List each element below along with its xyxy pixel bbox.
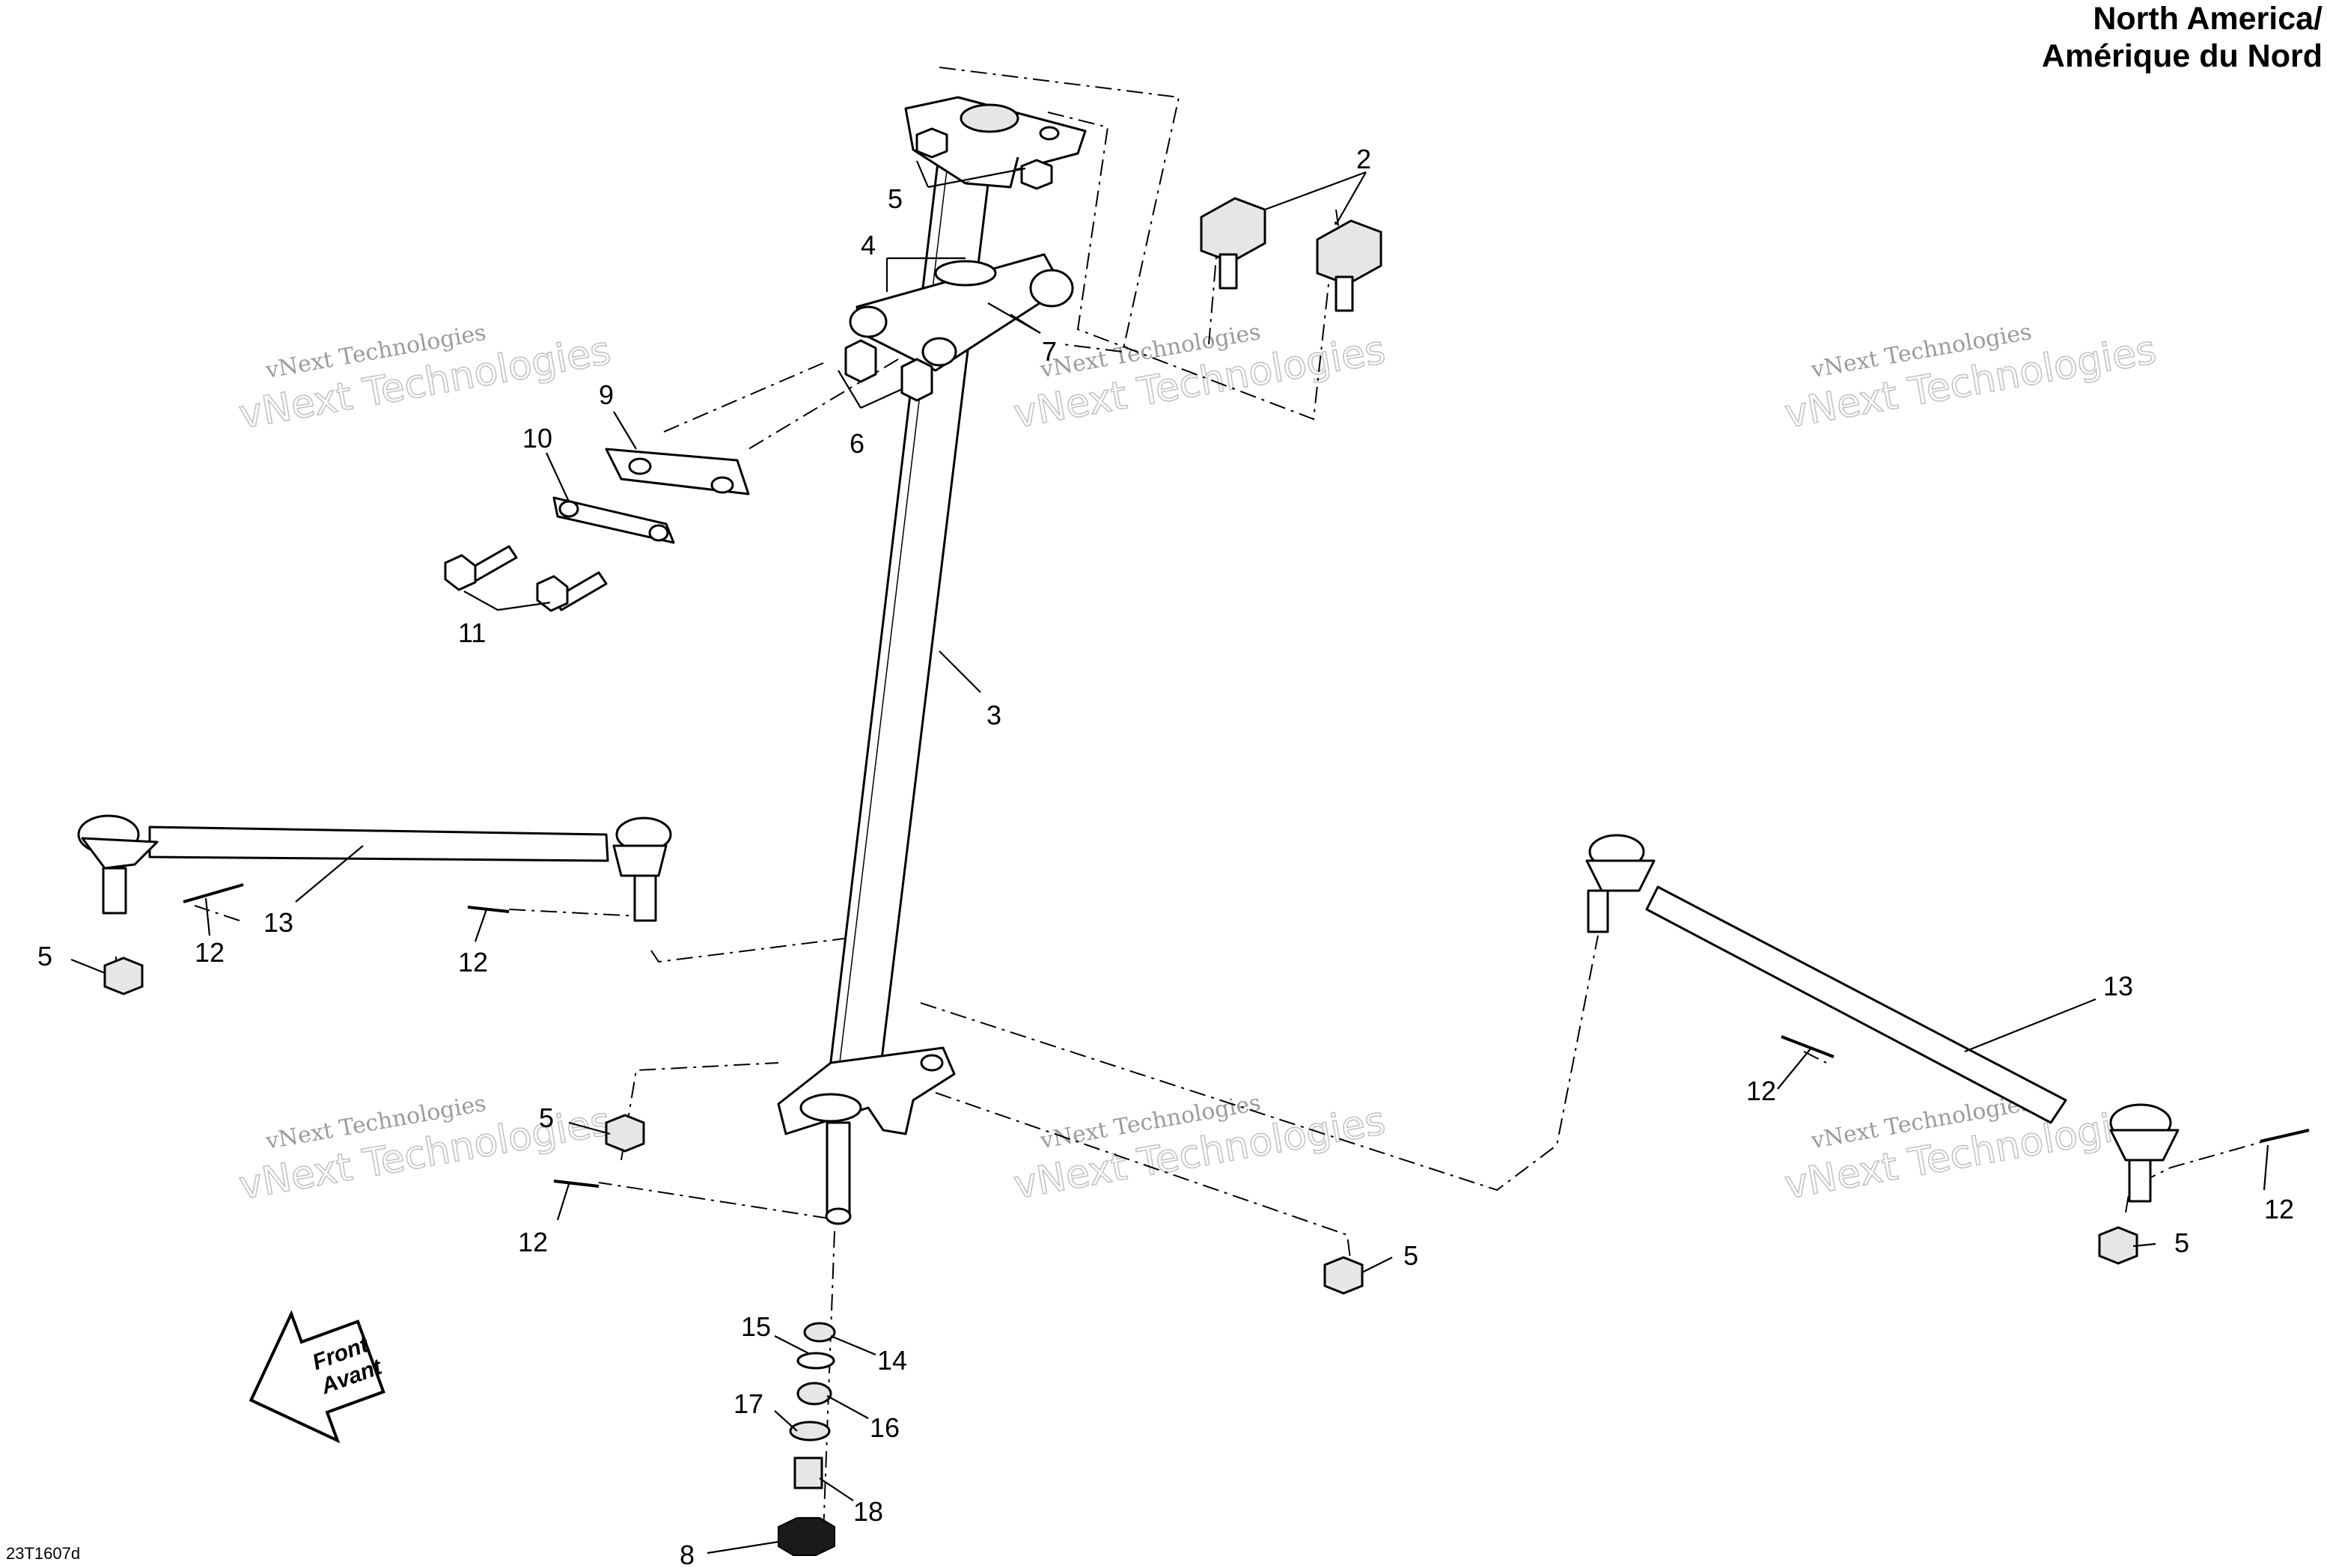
callout-13-right: 13	[2103, 971, 2133, 1001]
callout-13-left: 13	[263, 907, 293, 938]
lower-stack	[778, 1322, 836, 1556]
callout-8: 8	[680, 1540, 695, 1568]
upper-flange	[904, 96, 1087, 190]
figure-reference: 23T1607d	[6, 1544, 81, 1563]
callout-5-right: 5	[2174, 1227, 2189, 1258]
region-label: North America/ Amérique du Nord	[2042, 0, 2323, 75]
retainer-plates	[552, 448, 750, 544]
callout-15: 15	[741, 1311, 771, 1342]
callout-2: 2	[1356, 144, 1371, 174]
callout-7: 7	[1042, 336, 1057, 367]
left-tie-rod	[77, 814, 672, 922]
callout-11: 11	[458, 617, 486, 648]
column-clamp	[844, 253, 1074, 402]
cotter-pins	[183, 883, 2310, 1188]
callout-9: 9	[599, 379, 614, 410]
steering-arm	[777, 1046, 956, 1225]
callout-18: 18	[853, 1496, 883, 1527]
callout-6: 6	[850, 428, 864, 459]
steering-stops	[1200, 197, 1382, 312]
right-tie-rod	[1585, 834, 2180, 1203]
callout-17: 17	[734, 1388, 763, 1419]
callout-14: 14	[877, 1345, 907, 1376]
leader-lines	[70, 160, 2269, 1555]
callout-12-d: 12	[1746, 1076, 1776, 1106]
region-label-fr: Amérique du Nord	[2041, 38, 2323, 74]
callout-12-e: 12	[2264, 1194, 2294, 1224]
watermark-group: vNext Technologies vNext Technologies vN…	[235, 319, 2160, 1209]
region-label-en: North America/	[2093, 1, 2323, 37]
callout-5-arm: 5	[539, 1102, 554, 1133]
callout-10: 10	[522, 423, 552, 454]
callout-4: 4	[861, 230, 876, 260]
callout-3: 3	[986, 700, 1001, 730]
nuts	[103, 957, 2138, 1295]
front-arrow-icon: Front Avant	[248, 1310, 386, 1444]
callout-5-top: 5	[888, 183, 903, 214]
callout-16: 16	[870, 1412, 900, 1443]
bolts	[444, 545, 608, 612]
callout-12-b: 12	[458, 947, 488, 977]
callout-5-center: 5	[1403, 1240, 1418, 1271]
assembly-dash-lines	[115, 67, 2291, 1535]
callout-5-left: 5	[37, 941, 52, 971]
callout-12-a: 12	[195, 937, 225, 968]
callout-12-c: 12	[518, 1227, 548, 1257]
callout-numbers: 2 3 4 5 5 5 5 5 6 7 8 9 10 11 12 12 12 1…	[37, 144, 2294, 1568]
